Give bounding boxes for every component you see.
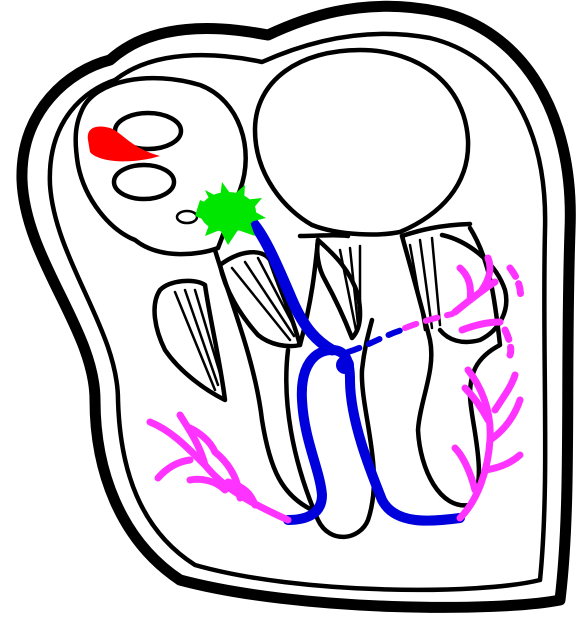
- purkinje-fibers-right: [150, 415, 288, 520]
- inferior-vena-cava-opening: [114, 165, 174, 199]
- mitral-annulus-left: [300, 235, 348, 236]
- tricuspid-leaflet-outer: [155, 281, 225, 400]
- sa-node-icon: [88, 127, 160, 162]
- left-atrium: [255, 50, 468, 234]
- purkinje-fibers-left: [455, 370, 520, 518]
- bundle-junction: [336, 356, 354, 374]
- coronary-sinus-opening: [177, 211, 197, 223]
- chorda-12: [432, 238, 440, 325]
